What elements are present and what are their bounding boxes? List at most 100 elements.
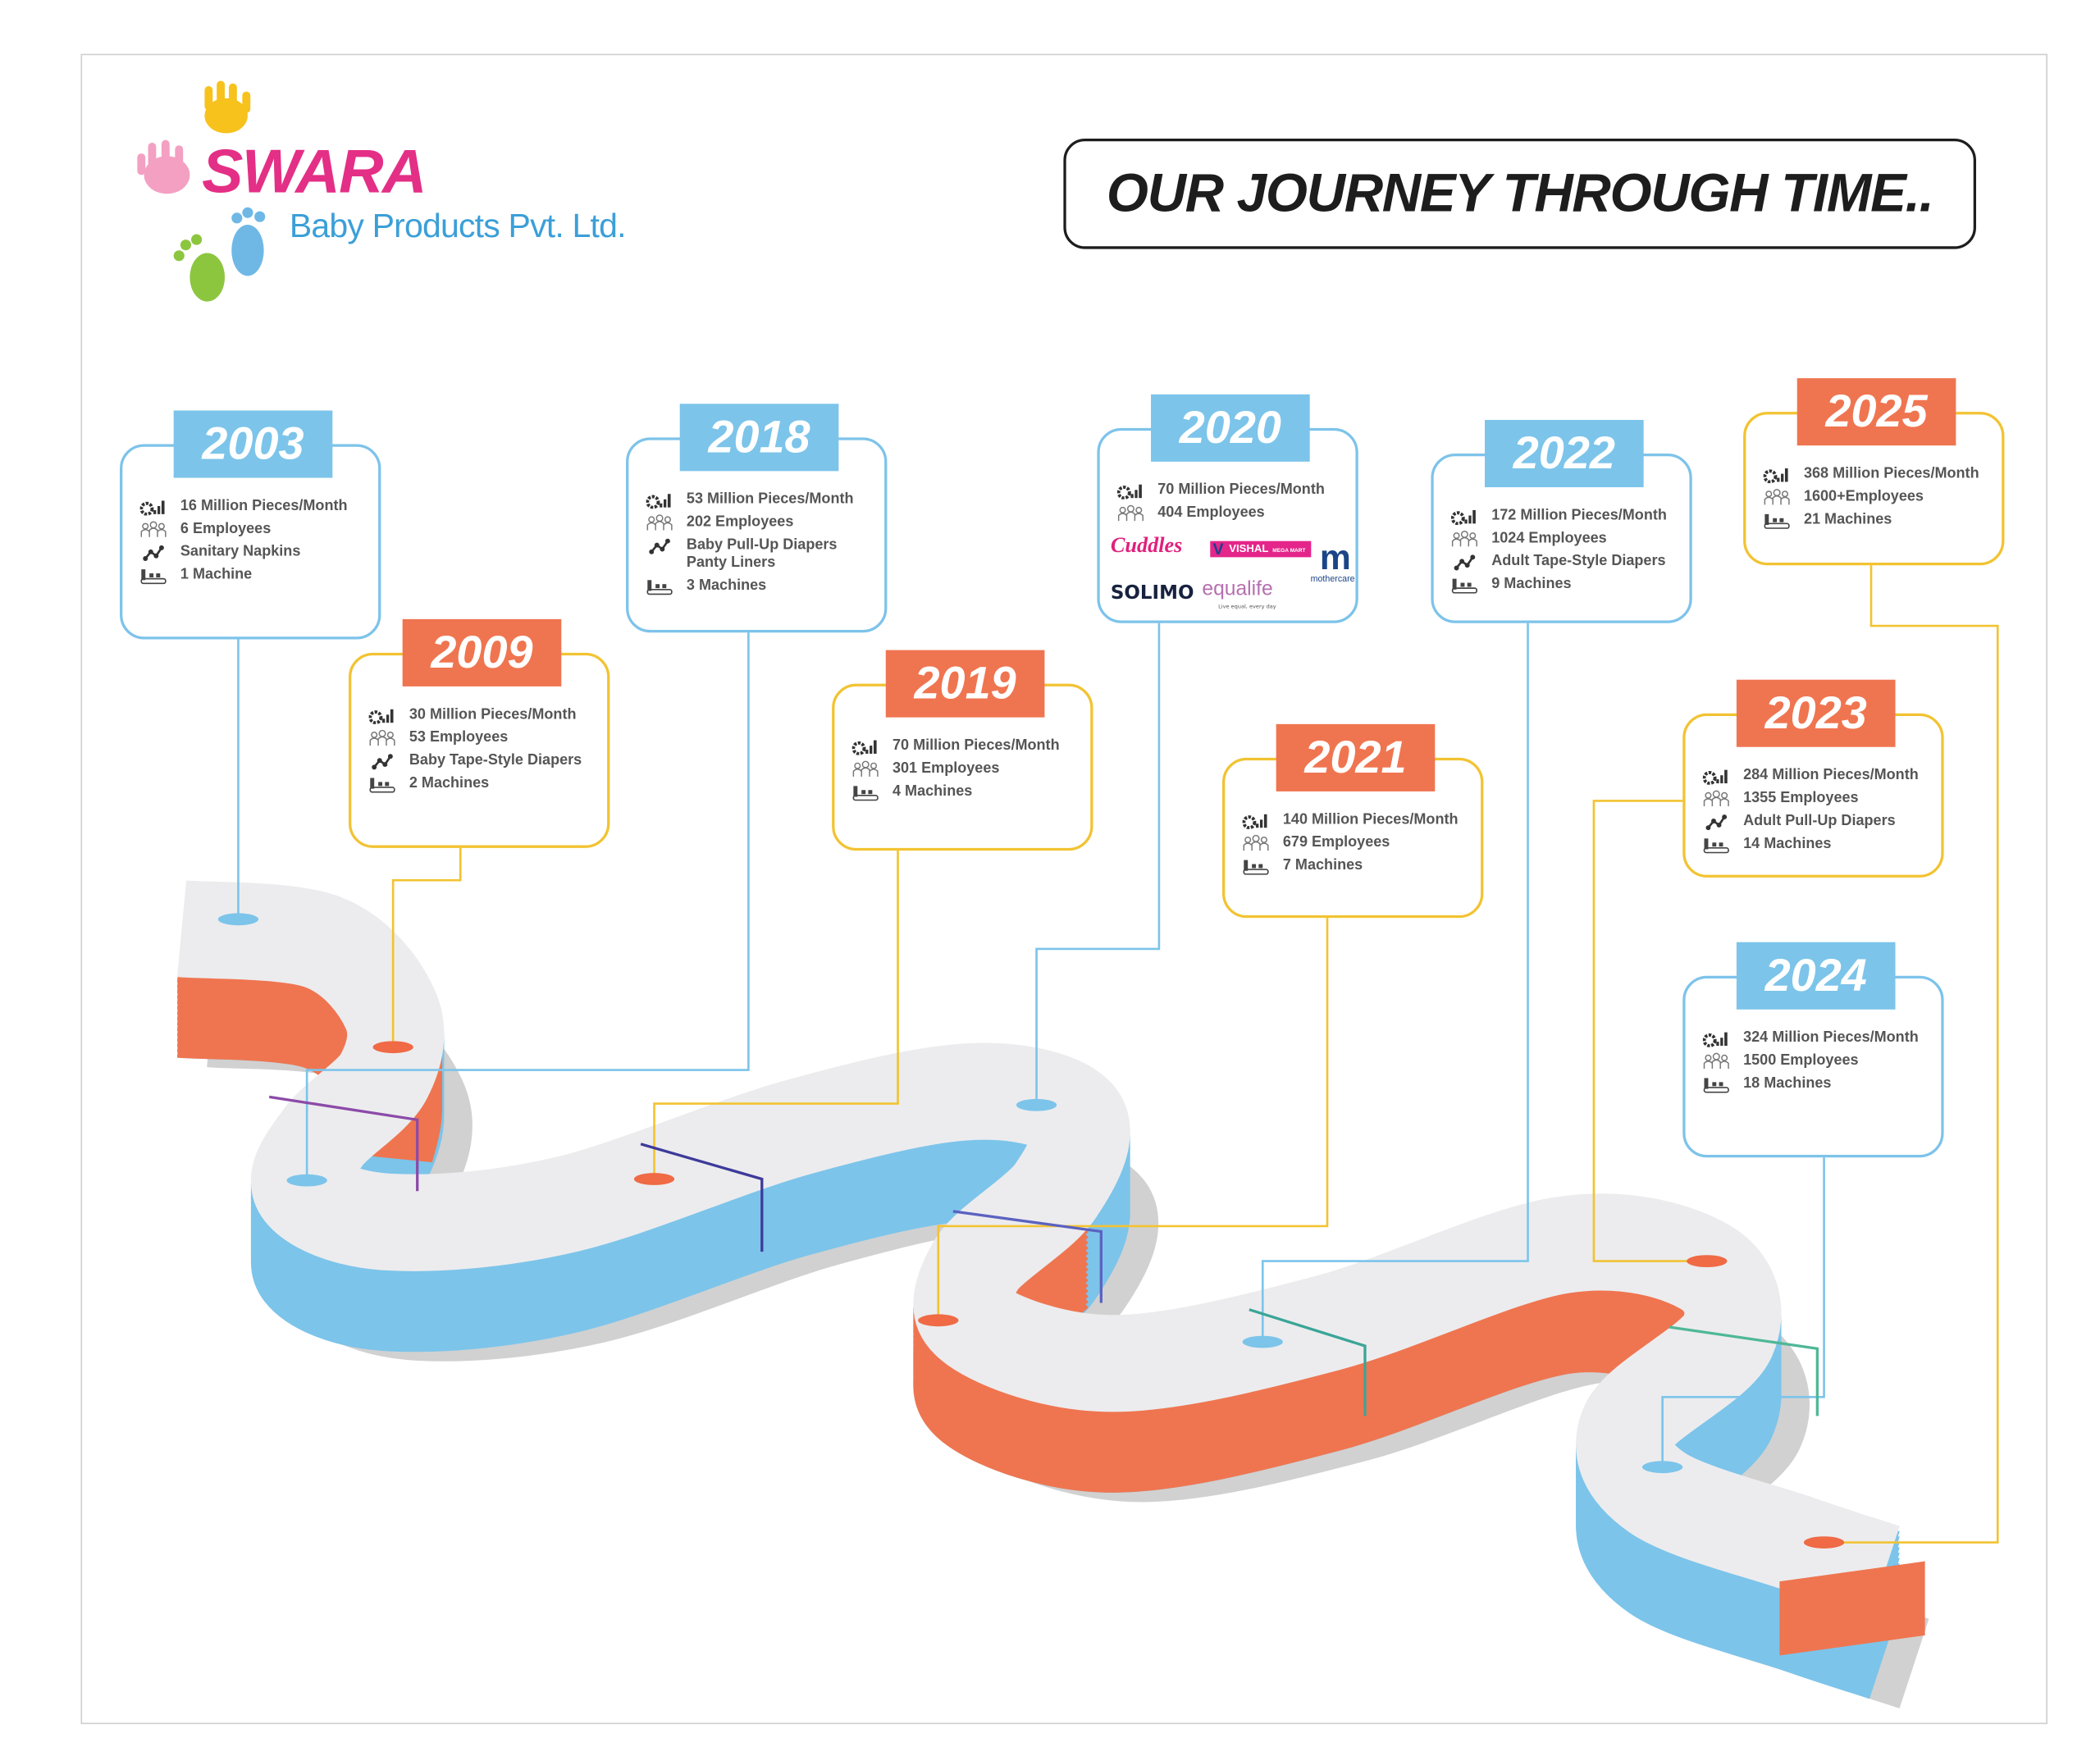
- stat-item: 1 Machine: [139, 567, 370, 584]
- equalife-tagline: Live equal, every day: [1218, 603, 1276, 610]
- stat-item: 368 Million Pieces/Month: [1762, 466, 1993, 483]
- machine-icon: [368, 775, 397, 792]
- stat-text: 53 Million Pieces/Month: [686, 490, 854, 508]
- stat-item: 18 Machines: [1701, 1075, 1933, 1092]
- stat-text: Adult Pull-Up Diapers: [1743, 813, 1896, 829]
- production-icon: [139, 498, 168, 515]
- stat-text: 70 Million Pieces/Month: [1157, 481, 1325, 499]
- production-icon: [1701, 767, 1731, 784]
- mothercare-logo: mothercare: [1310, 574, 1355, 585]
- employees-icon: [1701, 1052, 1731, 1070]
- stat-item: 679 Employees: [1241, 834, 1472, 851]
- stat-item: 21 Machines: [1762, 512, 1993, 529]
- product-icon: [1449, 553, 1479, 570]
- title-box: OUR JOURNEY THROUGH TIME..: [1063, 139, 1976, 249]
- year-badge: 2018: [679, 404, 839, 472]
- stat-item: 9 Machines: [1449, 576, 1681, 593]
- year-badge: 2025: [1796, 378, 1956, 446]
- stat-text: 1355 Employees: [1743, 790, 1859, 806]
- stat-text: 1600+Employees: [1803, 488, 1924, 505]
- stat-item: Baby Pull-Up Diapers Panty Liners: [645, 537, 876, 572]
- year-badge: 2021: [1276, 723, 1436, 791]
- stat-item: 1500 Employees: [1701, 1052, 1933, 1070]
- stat-text: 368 Million Pieces/Month: [1803, 465, 1979, 482]
- stats-list: 70 Million Pieces/Month 301 Employees 4 Ma…: [851, 737, 1082, 806]
- stat-text: 30 Million Pieces/Month: [409, 706, 577, 723]
- stats-list: 70 Million Pieces/Month 404 Employees: [1116, 481, 1347, 527]
- stat-text: 404 Employees: [1157, 504, 1265, 522]
- milestone-dot-2023: [1687, 1255, 1728, 1268]
- stat-item: 16 Million Pieces/Month: [139, 498, 370, 515]
- employees-icon: [851, 760, 880, 778]
- connector-line-2019: [653, 851, 899, 1179]
- road-divider-line: [268, 1095, 419, 1192]
- milestone-dot-2019: [633, 1173, 675, 1185]
- employees-icon: [139, 521, 168, 538]
- stat-text: 140 Million Pieces/Month: [1282, 811, 1459, 828]
- stat-item: 6 Employees: [139, 521, 370, 538]
- milestone-dot-2018: [286, 1174, 327, 1187]
- stat-text: Adult Tape-Style Diapers: [1491, 553, 1666, 570]
- timeline-card-2025: 2025 368 Million Pieces/Month 1600+Employe…: [1743, 378, 2005, 566]
- stat-item: 4 Machines: [851, 783, 1082, 801]
- road-divider-line: [1669, 1325, 1819, 1416]
- stat-item: 1600+Employees: [1762, 489, 1993, 506]
- stat-text: 172 Million Pieces/Month: [1491, 507, 1667, 524]
- company-logo: [132, 78, 644, 313]
- timeline-card-2020: 2020 70 Million Pieces/Month 404 Employees…: [1097, 394, 1358, 623]
- stat-text: 1024 Employees: [1491, 530, 1607, 547]
- machine-icon: [1241, 857, 1271, 874]
- year-badge: 2003: [173, 410, 333, 478]
- stat-item: 284 Million Pieces/Month: [1701, 767, 1933, 784]
- stat-text: 9 Machines: [1491, 576, 1572, 593]
- stat-text: 301 Employees: [892, 760, 1000, 777]
- stat-item: 301 Employees: [851, 760, 1082, 778]
- machine-icon: [1449, 576, 1479, 593]
- cuddles-logo: Cuddles: [1110, 534, 1183, 558]
- employees-icon: [1701, 790, 1731, 807]
- year-badge: 2019: [885, 650, 1045, 718]
- stat-text: Baby Tape-Style Diapers: [409, 752, 582, 769]
- stat-item: 30 Million Pieces/Month: [368, 707, 599, 724]
- stat-item: 2 Machines: [368, 775, 599, 792]
- stat-text: 202 Employees: [686, 513, 794, 531]
- timeline-card-2024: 2024 324 Million Pieces/Month 1500 Employe…: [1682, 942, 1944, 1158]
- road-divider-line: [1249, 1308, 1367, 1416]
- stat-text: 6 Employees: [180, 521, 272, 537]
- road-divider-line: [640, 1143, 764, 1252]
- connector-line-2023: [1592, 800, 1707, 1262]
- stat-item: 70 Million Pieces/Month: [1116, 481, 1347, 499]
- production-icon: [851, 737, 880, 755]
- brand-name: SWARA: [202, 135, 427, 207]
- production-icon: [645, 491, 674, 509]
- stats-list: 140 Million Pieces/Month 679 Employees 7 M…: [1241, 812, 1472, 881]
- mega-mart-text: MEGA MART: [1272, 546, 1306, 554]
- hands-feet-logo-icon: [137, 80, 266, 302]
- year-badge: 2023: [1736, 679, 1896, 747]
- year-badge: 2020: [1151, 394, 1310, 462]
- production-icon: [1116, 481, 1145, 499]
- equalife-logo: equalife: [1202, 577, 1273, 600]
- stat-item: 53 Employees: [368, 729, 599, 746]
- stat-item: 1355 Employees: [1701, 790, 1933, 807]
- year-badge: 2024: [1736, 942, 1896, 1010]
- stat-text: Baby Pull-Up Diapers Panty Liners: [686, 536, 838, 571]
- brand-subtitle: Baby Products Pvt. Ltd.: [289, 207, 627, 245]
- stat-text: 14 Machines: [1743, 836, 1832, 852]
- stat-text: 284 Million Pieces/Month: [1743, 767, 1919, 784]
- milestone-dot-2003: [217, 913, 259, 926]
- product-icon: [139, 544, 168, 561]
- stat-text: 7 Machines: [1282, 857, 1363, 874]
- page-title: OUR JOURNEY THROUGH TIME..: [1106, 163, 1934, 223]
- stat-text: 70 Million Pieces/Month: [892, 737, 1060, 754]
- stat-text: 1500 Employees: [1743, 1052, 1859, 1069]
- stat-text: 21 Machines: [1803, 511, 1892, 528]
- vishal-text: VISHAL: [1229, 542, 1269, 555]
- stat-item: 324 Million Pieces/Month: [1701, 1029, 1933, 1047]
- stat-item: Sanitary Napkins: [139, 544, 370, 561]
